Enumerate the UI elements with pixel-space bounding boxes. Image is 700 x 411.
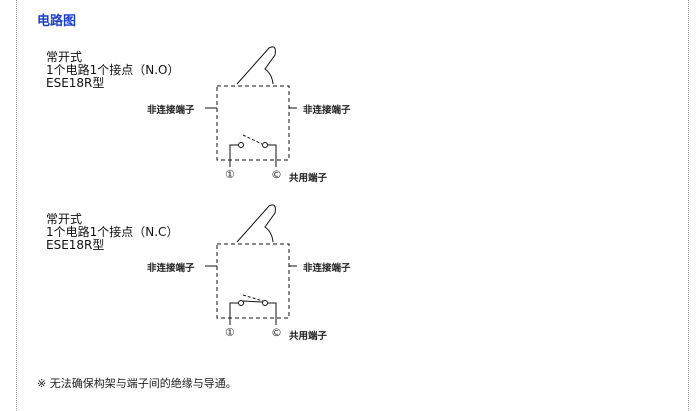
contact-circle <box>262 300 268 306</box>
contact-circle <box>238 300 244 306</box>
terminal-1: ① <box>225 326 235 339</box>
switch-body-outline <box>216 243 290 319</box>
switch-body-outline <box>216 85 290 161</box>
left-terminal-label: 非连接端子 <box>147 263 195 274</box>
right-terminal-label: 非连接端子 <box>303 263 351 274</box>
toggle-lever <box>236 204 276 243</box>
right-border <box>688 0 689 411</box>
contact-circle <box>262 142 268 148</box>
terminal-1: ① <box>225 168 235 181</box>
type-label: 常开式 <box>46 50 83 64</box>
terminal-wires <box>229 144 277 167</box>
common-terminal-label: 共用端子 <box>289 173 328 184</box>
left-terminal-label: 非连接端子 <box>147 105 195 116</box>
terminal-c: © <box>271 326 282 339</box>
contact-blade-open <box>242 134 263 145</box>
toggle-lever <box>236 46 276 85</box>
contact-circle <box>238 142 244 148</box>
terminal-wires <box>229 302 277 325</box>
right-terminal-label: 非连接端子 <box>303 105 351 116</box>
diagram-nc <box>205 204 297 325</box>
contact-blade-dashed <box>242 294 264 302</box>
terminal-c: © <box>271 168 282 181</box>
diagram-no <box>205 46 297 167</box>
contact-label: 1个电路1个接点（N.C） <box>46 225 179 239</box>
section-title: 电路图 <box>37 14 77 29</box>
contact-label: 1个电路1个接点（N.O） <box>46 63 180 77</box>
contact-blade-closed <box>242 300 263 303</box>
diagram-no-description: 常开式 1个电路1个接点（N.O） ESE18R型 <box>46 51 180 90</box>
common-terminal-label: 共用端子 <box>289 331 328 342</box>
left-border <box>16 0 17 411</box>
model-label: ESE18R型 <box>46 76 105 90</box>
type-label: 常开式 <box>46 212 83 226</box>
model-label: ESE18R型 <box>46 238 105 252</box>
diagram-nc-description: 常开式 1个电路1个接点（N.C） ESE18R型 <box>46 213 178 252</box>
footnote: ※ 无法确保构架与端子间的绝缘与导通。 <box>37 377 237 390</box>
